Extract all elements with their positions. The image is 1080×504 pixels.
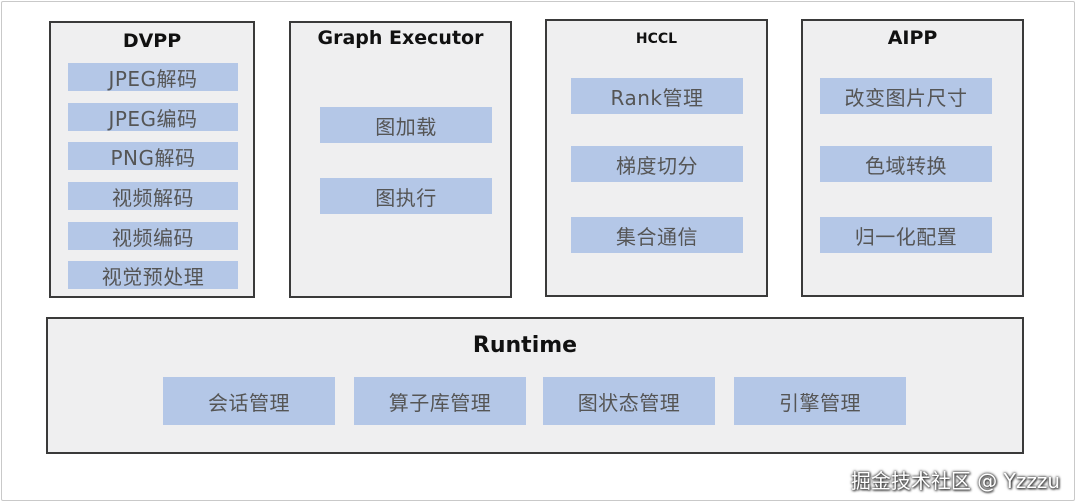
dvpp-item-jpeg-encode: JPEG编码 bbox=[68, 103, 238, 131]
runtime-panel: Runtime 会话管理 算子库管理 图状态管理 引擎管理 bbox=[46, 317, 1024, 454]
aipp-title: AIPP bbox=[887, 27, 938, 49]
hccl-item-rank: Rank管理 bbox=[571, 78, 743, 114]
dvpp-panel: DVPP JPEG解码 JPEG编码 PNG解码 视频解码 视频编码 视觉预处理 bbox=[49, 21, 255, 298]
aipp-item-color-space: 色域转换 bbox=[820, 146, 992, 182]
dvpp-item-video-encode: 视频编码 bbox=[68, 222, 238, 250]
dvpp-item-video-decode: 视频解码 bbox=[68, 182, 238, 210]
hccl-panel: HCCL Rank管理 梯度切分 集合通信 bbox=[545, 19, 768, 297]
runtime-title: Runtime bbox=[472, 333, 578, 358]
dvpp-item-jpeg-decode: JPEG解码 bbox=[68, 63, 238, 91]
runtime-item-engine: 引擎管理 bbox=[734, 377, 906, 425]
graph-executor-panel: Graph Executor 图加载 图执行 bbox=[289, 21, 512, 298]
graph-executor-title: Graph Executor bbox=[317, 27, 484, 49]
aipp-panel: AIPP 改变图片尺寸 色域转换 归一化配置 bbox=[801, 19, 1024, 297]
graph-executor-item-execute: 图执行 bbox=[320, 178, 492, 214]
hccl-item-gradient-split: 梯度切分 bbox=[571, 146, 743, 182]
dvpp-item-visual-preprocess: 视觉预处理 bbox=[68, 261, 238, 289]
aipp-item-normalization: 归一化配置 bbox=[820, 217, 992, 253]
hccl-title: HCCL bbox=[635, 31, 678, 47]
aipp-item-resize: 改变图片尺寸 bbox=[820, 78, 992, 114]
dvpp-title: DVPP bbox=[122, 30, 182, 52]
runtime-item-session: 会话管理 bbox=[163, 377, 335, 425]
hccl-item-collective-comm: 集合通信 bbox=[571, 217, 743, 253]
runtime-item-graph-state: 图状态管理 bbox=[543, 377, 715, 425]
graph-executor-item-load: 图加载 bbox=[320, 107, 492, 143]
watermark-text: 掘金技术社区 @ Yzzzu bbox=[850, 469, 1060, 493]
runtime-item-operator-lib: 算子库管理 bbox=[354, 377, 526, 425]
dvpp-item-png-decode: PNG解码 bbox=[68, 142, 238, 170]
